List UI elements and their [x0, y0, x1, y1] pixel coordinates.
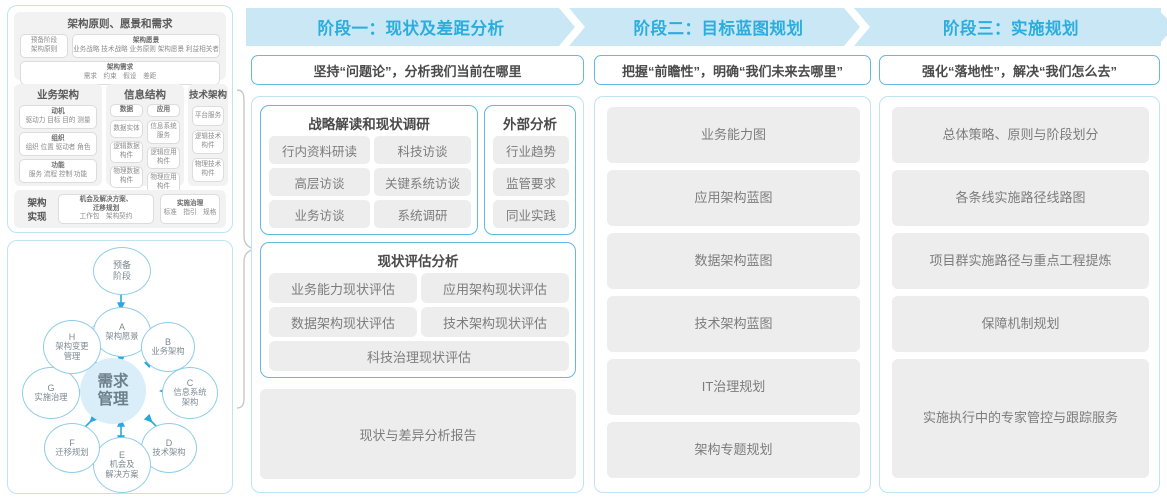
- assessment-chip-1[interactable]: 应用架构现状评估: [421, 273, 569, 303]
- assessment-chip-3[interactable]: 技术架构现状评估: [421, 307, 569, 337]
- strategy-chip-1[interactable]: 科技访谈: [374, 136, 471, 164]
- data-entity-box: 数据实体: [110, 120, 143, 138]
- organization-box: 组织 组织 位置 驱动者 角色: [19, 132, 97, 156]
- prep-phase-box: 预备阶段 架构原则: [20, 34, 68, 58]
- strategy-research-box: 战略解读和现状调研 行内资料研读 科技访谈 高层访谈 关键系统访谈 业务访谈 系…: [260, 105, 478, 235]
- current-assessment-box: 现状评估分析 业务能力现状评估 应用架构现状评估 数据架构现状评估 技术架构现状…: [260, 242, 576, 378]
- phase-banner-1: 阶段一：现状及差距分析: [246, 8, 576, 46]
- phase2-item-1[interactable]: 应用架构蓝图: [607, 170, 860, 226]
- assessment-chip-0[interactable]: 业务能力现状评估: [269, 273, 417, 303]
- strategy-chip-5[interactable]: 系统调研: [374, 200, 471, 228]
- adm-node-a: A 架构愿景: [93, 307, 151, 357]
- phase2-item-0[interactable]: 业务能力图: [607, 107, 860, 163]
- chevron-separator-2-icon: [844, 8, 870, 46]
- technology-architecture-group: 技术架构 平台服务 逻辑技术构件 物理技术构件: [188, 84, 228, 186]
- opportunities-migration-box: 机会及解决方案、 迁移规划 工作包 架构契约: [58, 194, 154, 224]
- logical-tech-box: 逻辑技术构件: [192, 130, 224, 154]
- adm-node-f: F 迁移规划: [44, 423, 100, 473]
- togaf-framework-panel: 架构原则、愿景和需求 预备阶段 架构原则 架构愿景 业务战略 技术战略 业务原则…: [7, 5, 233, 233]
- strategy-chip-2[interactable]: 高层访谈: [269, 168, 370, 196]
- architecture-vision-box: 架构愿景 业务战略 技术战略 业务原则 架构愿景 利益相关者: [72, 34, 220, 58]
- phase3-item-2[interactable]: 项目群实施路径与重点工程提炼: [892, 233, 1149, 289]
- external-chip-1[interactable]: 监管要求: [493, 168, 569, 196]
- phase-banner-3: 阶段三：实施规划: [861, 8, 1161, 46]
- phase3-item-4[interactable]: 实施执行中的专家管控与跟踪服务: [892, 359, 1149, 478]
- phase-banner-2: 阶段二：目标蓝图规划: [576, 8, 861, 46]
- adm-cycle-panel: 预备 阶段 需求 管理 A 架构愿景 B 业务架构 C 信息系统 架构 D: [7, 240, 233, 494]
- business-architecture-group: 业务架构 动机 驱动力 目标 目的 测量 组织 组织 位置 驱动者 角色 功能 …: [14, 84, 102, 186]
- architecture-realization-group: 架构 实现 机会及解决方案、 迁移规划 工作包 架构契约 实施治理 标准 指引 …: [14, 190, 226, 228]
- phase-banner: 阶段一：现状及差距分析 阶段二：目标蓝图规划 阶段三：实施规划: [246, 8, 1167, 46]
- phase-subtitle-1: 坚持“问题论”，分析我们当前在哪里: [251, 55, 584, 85]
- phase3-item-0[interactable]: 总体策略、原则与阶段划分: [892, 107, 1149, 163]
- adm-node-g: G 实施治理: [22, 367, 80, 419]
- strategy-chip-4[interactable]: 业务访谈: [269, 200, 370, 228]
- chevron-separator-1-icon: [559, 8, 585, 46]
- assessment-chip-wide[interactable]: 科技治理现状评估: [269, 341, 569, 371]
- strategy-research-title: 战略解读和现状调研: [308, 117, 430, 132]
- phase-subtitle-3: 强化“落地性”，解决“我们怎么去”: [879, 55, 1160, 85]
- assessment-chip-2[interactable]: 数据架构现状评估: [269, 307, 417, 337]
- phase2-item-3[interactable]: 技术架构蓝图: [607, 296, 860, 352]
- adm-node-b: B 业务架构: [141, 322, 195, 372]
- phase2-column: 业务能力图 应用架构蓝图 数据架构蓝图 技术架构蓝图 IT治理规划 架构专题规划: [594, 96, 871, 493]
- logical-data-box: 逻辑数据构件: [110, 141, 143, 163]
- external-analysis-box: 外部分析 行业趋势 监管要求 同业实践: [484, 105, 576, 235]
- physical-data-box: 物理数据构件: [110, 166, 143, 188]
- physical-tech-box: 物理技术构件: [192, 158, 224, 182]
- phase2-item-2[interactable]: 数据架构蓝图: [607, 233, 860, 289]
- gap-analysis-report[interactable]: 现状与差异分析报告: [260, 389, 576, 479]
- phase3-item-1[interactable]: 各条线实施路径线路图: [892, 170, 1149, 226]
- phase-subtitle-2: 把握“前瞻性”，明确“我们未来去哪里”: [594, 55, 871, 85]
- technology-architecture-title: 技术架构: [188, 90, 227, 101]
- current-assessment-title: 现状评估分析: [377, 254, 459, 269]
- phase2-item-5[interactable]: 架构专题规划: [607, 422, 860, 478]
- external-analysis-title: 外部分析: [503, 117, 557, 132]
- business-architecture-title: 业务架构: [37, 89, 79, 101]
- logical-app-box: 逻辑应用构件: [147, 147, 180, 169]
- information-structure-title: 信息结构: [124, 89, 166, 101]
- application-label: 应用: [147, 104, 180, 117]
- phase3-item-3[interactable]: 保障机制规划: [892, 296, 1149, 352]
- adm-cycle: 预备 阶段 需求 管理 A 架构愿景 B 业务架构 C 信息系统 架构 D: [8, 241, 234, 495]
- platform-service-box: 平台服务: [192, 106, 224, 126]
- framework-principles-group: 架构原则、愿景和需求 预备阶段 架构原则 架构愿景 业务战略 技术战略 业务原则…: [14, 12, 226, 85]
- realization-label: 架构 实现: [27, 198, 47, 223]
- external-chip-0[interactable]: 行业趋势: [493, 136, 569, 164]
- information-structure-group: 信息结构 数据 数据实体 逻辑数据构件 物理数据构件 应用 信息系统服务 逻辑应…: [106, 84, 184, 194]
- framework-title: 架构原则、愿景和需求: [67, 18, 173, 30]
- adm-node-preliminary: 预备 阶段: [93, 247, 151, 295]
- adm-node-requirements-management: 需求 管理: [80, 358, 146, 424]
- adm-node-c: C 信息系统 架构: [162, 367, 218, 419]
- architecture-requirements-box: 架构需求 需求 约束 假设 差距: [20, 61, 220, 85]
- strategy-chip-0[interactable]: 行内资料研读: [269, 136, 370, 164]
- phase3-column: 总体策略、原则与阶段划分 各条线实施路径线路图 项目群实施路径与重点工程提炼 保…: [879, 96, 1160, 493]
- adm-node-e: E 机会及 解决方案: [93, 437, 151, 493]
- strategy-chip-3[interactable]: 关键系统访谈: [374, 168, 471, 196]
- phase1-column: 战略解读和现状调研 行内资料研读 科技访谈 高层访谈 关键系统访谈 业务访谈 系…: [251, 96, 584, 493]
- info-system-service-box: 信息系统服务: [147, 120, 180, 144]
- data-label: 数据: [110, 104, 143, 117]
- external-chip-2[interactable]: 同业实践: [493, 200, 569, 228]
- phase2-item-4[interactable]: IT治理规划: [607, 359, 860, 415]
- banner-end-arrow-icon: [1151, 8, 1167, 46]
- implementation-governance-box: 实施治理 标准 指引 规格: [160, 194, 220, 224]
- function-box: 功能 服务 流程 控制 功能: [19, 159, 97, 183]
- motivation-box: 动机 驱动力 目标 目的 测量: [19, 105, 97, 129]
- adm-node-h: H 架构变更 管理: [43, 320, 101, 374]
